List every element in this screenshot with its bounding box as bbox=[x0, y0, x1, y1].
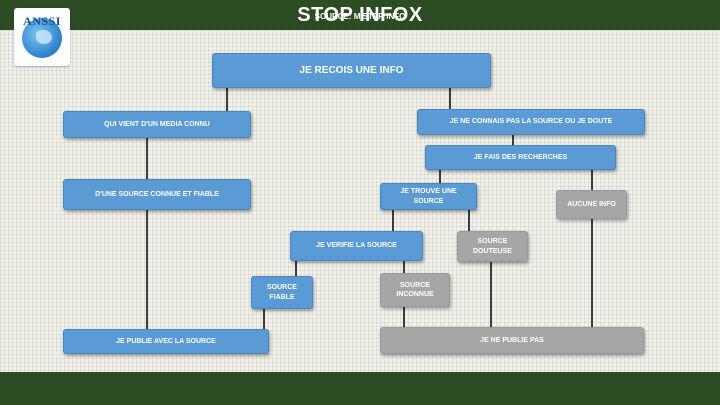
footer-bar bbox=[0, 372, 720, 405]
page-title: STOP INFOX bbox=[297, 4, 423, 26]
anssi-logo: ANSSI bbox=[14, 8, 70, 66]
node-research: JE FAIS DES RECHERCHES bbox=[425, 145, 616, 170]
node-no-info: AUCUNE INFO bbox=[556, 190, 627, 219]
node-reliable-source: SOURCE FIABLE bbox=[251, 276, 313, 309]
node-receive-info: JE RECOIS UNE INFO bbox=[212, 53, 491, 88]
node-found-source: JE TROUVE UNE SOURCE bbox=[380, 183, 477, 210]
node-unknown-source: JE NE CONNAIS PAS LA SOURCE OU JE DOUTE bbox=[417, 109, 645, 135]
map-shape-icon bbox=[36, 30, 52, 44]
node-publish-with-source: JE PUBLIE AVEC LA SOURCE bbox=[63, 329, 269, 354]
header-bar bbox=[0, 0, 720, 30]
node-known-media: QUI VIENT D'UN MEDIA CONNU bbox=[63, 111, 251, 138]
node-verify-source: JE VERIFIE LA SOURCE bbox=[290, 231, 423, 261]
node-unknown-source-2: SOURCE INCONNUE bbox=[380, 273, 450, 307]
node-known-reliable: D'UNE SOURCE CONNUE ET FIABLE bbox=[63, 179, 251, 210]
logo-text: ANSSI bbox=[23, 14, 61, 28]
node-doubtful-source: SOURCE DOUTEUSE bbox=[457, 231, 528, 262]
node-dont-publish: JE NE PUBLIE PAS bbox=[380, 327, 644, 354]
footer-source: SOURCE: MISTER INFO bbox=[314, 12, 406, 21]
